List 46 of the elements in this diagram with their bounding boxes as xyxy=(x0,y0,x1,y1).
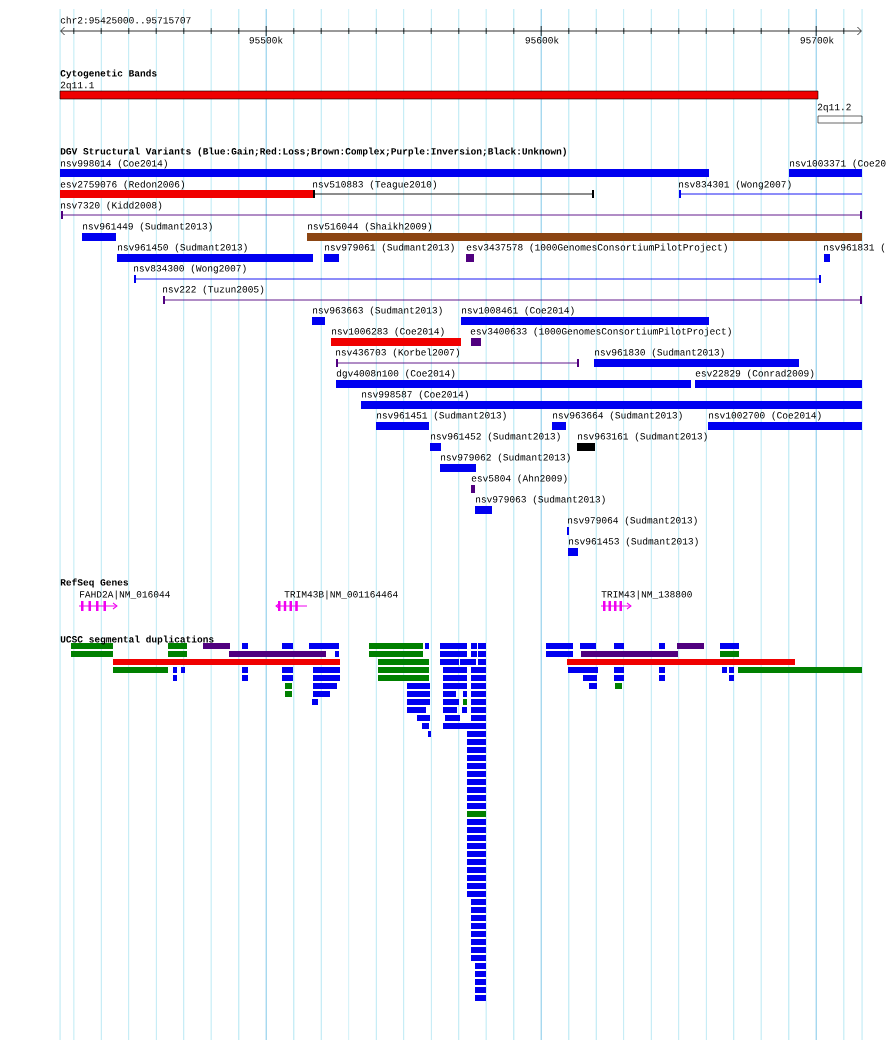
feature-label: esv3437578 (1000GenomesConsortiumPilotProject) xyxy=(466,243,727,253)
feature-label: esv2759076 (Redon2006) xyxy=(60,180,184,190)
track-heading: RefSeq Genes xyxy=(60,578,129,588)
feature-label: nsv979062 (Sudmant2013) xyxy=(441,453,570,463)
tick-label: 95500k xyxy=(249,36,283,44)
feature-label: nsv998587 (Coe2014) xyxy=(362,390,468,400)
feature-label: nsv961449 (Sudmant2013) xyxy=(83,222,212,232)
feature-label: nsv961830 (Sudmant2013) xyxy=(595,348,724,358)
feature-label: nsv961451 (Sudmant2013) xyxy=(377,411,506,421)
feature-label: nsv961450 (Sudmant2013) xyxy=(118,243,247,253)
feature-label: esv3400633 (1000GenomesConsortiumPilotProject) xyxy=(470,327,731,337)
track-heading: Cytogenetic Bands xyxy=(60,69,157,79)
feature-label: nsv963663 (Sudmant2013) xyxy=(313,306,442,316)
tick-label: 95600k xyxy=(525,36,559,44)
feature-label: nsv961453 (Sudmant2013) xyxy=(569,537,698,547)
feature-label: nsv834301 (Wong2007) xyxy=(679,180,791,190)
feature-label: TRIM43|NM_138800 xyxy=(601,590,692,600)
feature-label: 2q11.1 xyxy=(60,81,94,91)
track-heading: DGV Structural Variants (Blue:Gain;Red:Loss;Brown:Complex;Purple:Inversion;Black:Unknown) xyxy=(60,147,566,157)
feature-label: nsv963664 (Sudmant2013) xyxy=(553,411,682,421)
feature-label: nsv998014 (Coe2014) xyxy=(61,159,167,169)
feature-label: nsv979063 (Sudmant2013) xyxy=(476,495,605,505)
feature-label: nsv961831 ( xyxy=(824,243,885,253)
feature-label: nsv510883 (Teague2010) xyxy=(313,180,436,190)
ruler-title: chr2:95425000..95715707 xyxy=(60,16,191,24)
feature-label: nsv1006283 (Coe2014) xyxy=(332,327,444,337)
tick-label: 95700k xyxy=(800,36,834,44)
feature-label: nsv963161 (Sudmant2013) xyxy=(578,432,707,442)
feature-label: nsv436703 (Korbel2007) xyxy=(336,348,459,358)
track-heading: UCSC segmental duplications xyxy=(60,635,214,645)
feature-label: nsv1002700 (Coe2014) xyxy=(709,411,821,421)
feature-label: nsv7320 (Kidd2008) xyxy=(61,201,162,211)
feature-label: nsv834300 (Wong2007) xyxy=(134,264,246,274)
feature-label: nsv222 (Tuzun2005) xyxy=(163,285,264,295)
feature-label: nsv516044 (Shaikh2009) xyxy=(308,222,431,232)
feature-label: 2q11.2 xyxy=(817,103,851,113)
feature-label: nsv979061 (Sudmant2013) xyxy=(325,243,454,253)
feature-label: FAHD2A|NM_016044 xyxy=(80,590,170,600)
feature-label: nsv1003371 (Coe20 xyxy=(790,159,886,169)
feature-label: esv22829 (Conrad2009) xyxy=(695,369,814,379)
feature-label: nsv1008461 (Coe2014) xyxy=(462,306,574,316)
feature-label: nsv979064 (Sudmant2013) xyxy=(568,516,697,526)
feature-label: esv5804 (Ahn2009) xyxy=(471,474,567,484)
feature-label: dgv4008n100 (Coe2014) xyxy=(336,369,455,379)
feature-label: TRIM43B|NM_001164464 xyxy=(284,590,398,600)
feature-label: nsv961452 (Sudmant2013) xyxy=(431,432,560,442)
